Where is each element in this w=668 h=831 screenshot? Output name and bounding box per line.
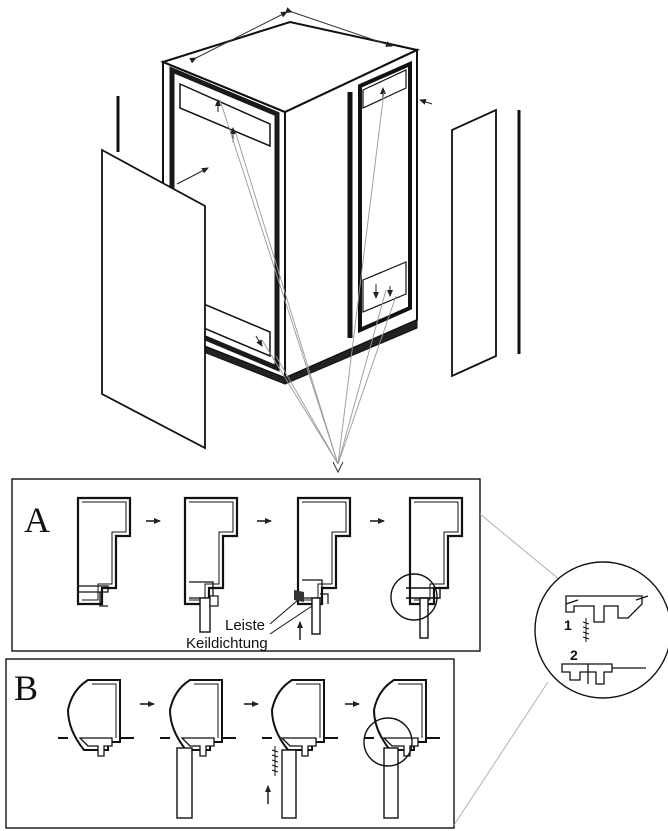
panel-a-letter: A <box>24 500 50 540</box>
dimension-arrows <box>189 7 393 64</box>
detail-step-1: 1 <box>564 617 572 633</box>
screw-icon <box>271 746 279 776</box>
panel-b-frame <box>5 658 455 829</box>
magnifier-circle <box>363 717 413 767</box>
detail-profile-2 <box>561 663 646 685</box>
strip-label: Leiste <box>225 617 265 634</box>
left-panel <box>101 148 206 450</box>
right-panel <box>451 108 497 378</box>
panel-a-frame <box>11 478 481 652</box>
panel-b-step3 <box>261 679 339 819</box>
panel-a-step3 <box>294 496 352 635</box>
panel-a-step2 <box>183 496 239 633</box>
panel-b-step1 <box>57 679 135 757</box>
magnifier-circle <box>390 573 438 621</box>
detail-step-2: 2 <box>570 647 578 663</box>
screw-icon <box>582 618 590 642</box>
panel-b-step2 <box>159 679 237 819</box>
pointer-tip <box>332 461 344 474</box>
label-leaders <box>269 599 313 635</box>
panel-a-step1 <box>76 496 132 607</box>
detail-connectors <box>453 513 567 826</box>
panel-a-step4 <box>390 496 464 639</box>
panel-b-step4 <box>363 679 441 819</box>
panel-b-letter: B <box>14 668 38 708</box>
detail-profile-1 <box>565 595 649 623</box>
pointer-lines <box>219 91 397 465</box>
face-arrows <box>176 87 433 347</box>
gasket-label: Keildichtung <box>186 635 268 652</box>
